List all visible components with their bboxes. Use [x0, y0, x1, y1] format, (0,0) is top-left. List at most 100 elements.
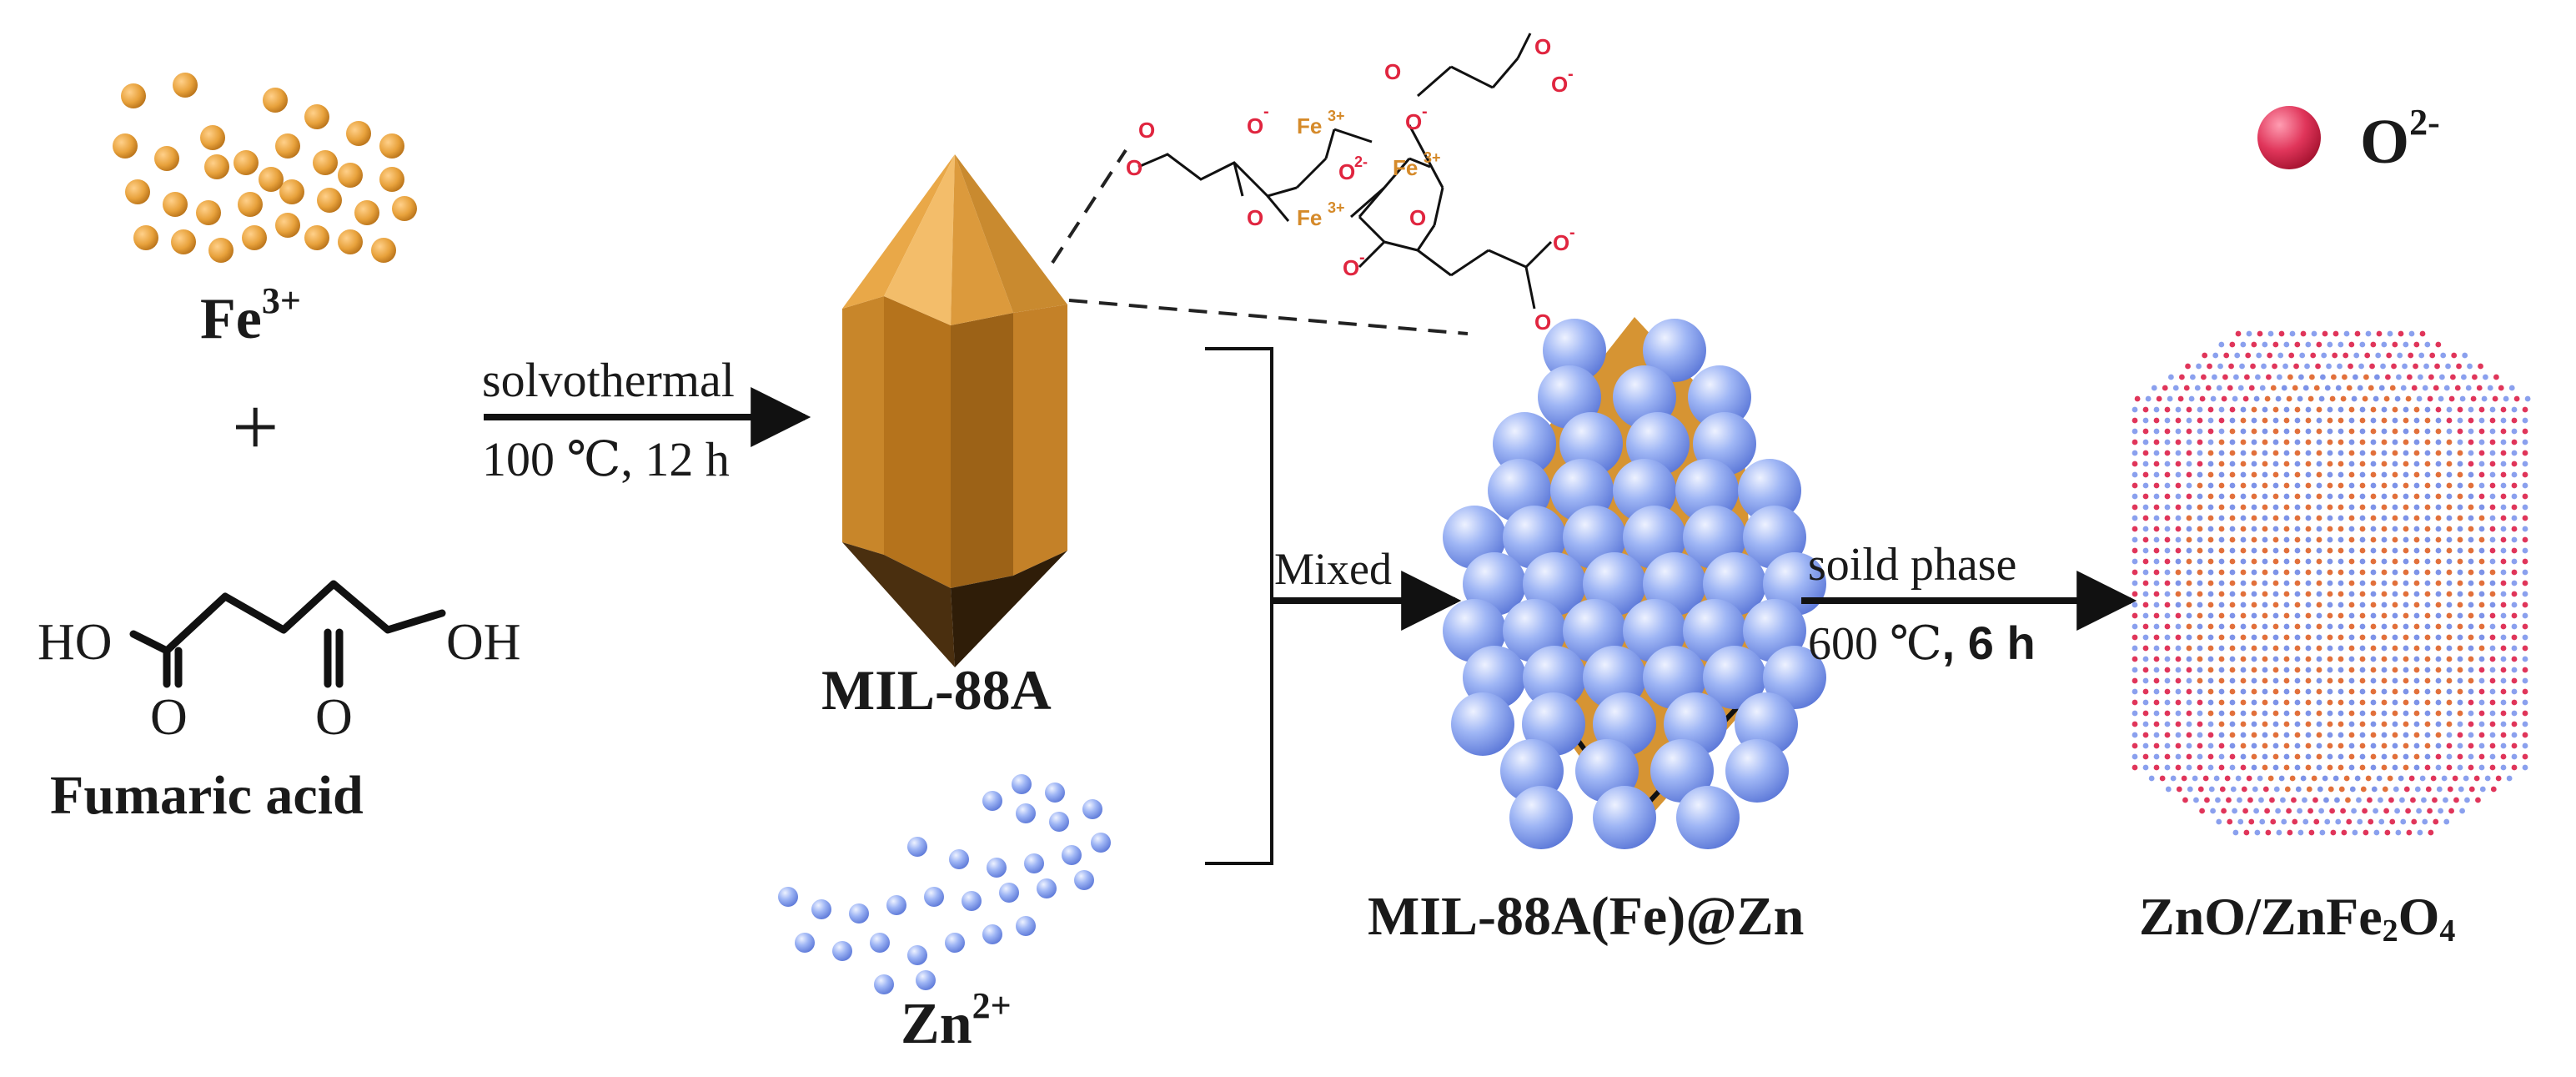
- lattice-atom: [2186, 493, 2192, 500]
- lattice-atom: [2251, 721, 2257, 727]
- lattice-atom: [2468, 460, 2474, 467]
- lattice-atom: [2348, 439, 2355, 445]
- zoom-line-bottom: [1068, 299, 1469, 335]
- lattice-atom: [2403, 493, 2409, 500]
- lattice-atom: [2468, 764, 2474, 771]
- lattice-atom: [2522, 677, 2528, 684]
- lattice-atom: [2275, 395, 2282, 402]
- lattice-atom: [2465, 385, 2472, 391]
- lattice-atom: [2381, 526, 2388, 532]
- lattice-atom: [2262, 634, 2268, 641]
- lattice-atom: [2457, 623, 2463, 630]
- lattice-atom: [2335, 818, 2342, 825]
- lattice-atom: [2229, 428, 2236, 435]
- lattice-atom: [2286, 395, 2292, 402]
- lattice-atom: [2229, 406, 2236, 413]
- lattice-atom: [2142, 547, 2149, 554]
- lattice-atom: [2251, 612, 2257, 619]
- lattice-atom: [2153, 634, 2160, 641]
- lattice-atom: [2500, 634, 2507, 641]
- lattice-atom: [2381, 428, 2388, 435]
- lattice-atom: [2511, 656, 2518, 662]
- lattice-atom: [2186, 645, 2192, 652]
- lattice-atom: [2478, 667, 2485, 673]
- lattice-atom: [2403, 417, 2409, 424]
- lattice-atom: [2327, 623, 2333, 630]
- lattice-atom: [2392, 406, 2398, 413]
- lattice-atom: [2435, 721, 2442, 727]
- lattice-atom: [2403, 450, 2409, 456]
- lattice-atom: [2316, 569, 2322, 576]
- lattice-atom: [2197, 634, 2203, 641]
- lattice-atom: [2185, 363, 2191, 370]
- lattice-atom: [2478, 699, 2485, 706]
- lattice-atom: [2370, 601, 2377, 608]
- lattice-atom: [2489, 677, 2496, 684]
- lattice-atom: [2337, 612, 2344, 619]
- lattice-atom: [2304, 363, 2310, 370]
- product-label: ZnO/ZnFe2O4: [2139, 887, 2455, 949]
- lattice-atom: [2164, 753, 2171, 760]
- lattice-atom: [2272, 699, 2279, 706]
- lattice-atom: [2478, 580, 2485, 586]
- lattice-atom: [2283, 515, 2290, 521]
- lattice-atom: [2253, 395, 2260, 402]
- lattice-atom: [2272, 536, 2279, 543]
- lattice-atom: [2175, 721, 2182, 727]
- lattice-atom: [2242, 395, 2249, 402]
- lattice-atom: [2283, 732, 2290, 738]
- lattice-atom: [2276, 829, 2282, 836]
- lattice-atom: [2259, 385, 2266, 391]
- lattice-atom: [2262, 515, 2268, 521]
- lattice-atom: [2316, 428, 2322, 435]
- lattice-atom: [2294, 677, 2301, 684]
- lattice-atom: [2229, 450, 2236, 456]
- lattice-atom: [2348, 732, 2355, 738]
- lattice-atom: [2468, 569, 2474, 576]
- lattice-atom: [2142, 656, 2149, 662]
- lattice-atom: [2175, 612, 2182, 619]
- lattice-atom: [2403, 688, 2409, 695]
- lattice-atom: [2403, 439, 2409, 445]
- lattice-atom: [2327, 493, 2333, 500]
- lattice-atom: [2468, 623, 2474, 630]
- lattice-atom: [2435, 417, 2442, 424]
- lattice-atom: [2272, 460, 2279, 467]
- lattice-atom: [2435, 547, 2442, 554]
- lattice-atom: [2153, 742, 2160, 749]
- lattice-atom: [2413, 753, 2420, 760]
- lattice-atom: [2446, 439, 2453, 445]
- zinc-ion-label: Zn2+: [901, 985, 1012, 1056]
- lattice-atom: [2218, 547, 2225, 554]
- lattice-atom: [2218, 536, 2225, 543]
- lattice-atom: [2294, 493, 2301, 500]
- lattice-atom: [2197, 721, 2203, 727]
- lattice-atom: [2197, 667, 2203, 673]
- lattice-atom: [2262, 547, 2268, 554]
- lattice-atom: [2310, 352, 2317, 359]
- lattice-atom: [2370, 341, 2377, 348]
- lattice-atom: [2478, 688, 2485, 695]
- oxide-legend-marker: [2257, 106, 2321, 169]
- lattice-atom: [2283, 450, 2290, 456]
- lattice-atom: [2186, 612, 2192, 619]
- lattice-atom: [2313, 818, 2320, 825]
- lattice-atom: [2500, 721, 2507, 727]
- lattice-atom: [2337, 450, 2344, 456]
- lattice-atom: [2218, 623, 2225, 630]
- lattice-atom: [2446, 710, 2453, 717]
- lattice-atom: [2478, 634, 2485, 641]
- lattice-atom: [2396, 374, 2402, 380]
- lattice-atom: [2435, 450, 2442, 456]
- zinc-shell-sphere: [1676, 786, 1740, 849]
- lattice-atom: [2468, 504, 2474, 511]
- lattice-atom: [2392, 753, 2398, 760]
- lattice-atom: [2413, 439, 2420, 445]
- lattice-atom: [2329, 395, 2336, 402]
- lattice-atom: [2283, 721, 2290, 727]
- lattice-atom: [2283, 699, 2290, 706]
- lattice-atom: [2376, 330, 2383, 337]
- lattice-atom: [2381, 341, 2388, 348]
- lattice-atom: [2381, 764, 2388, 771]
